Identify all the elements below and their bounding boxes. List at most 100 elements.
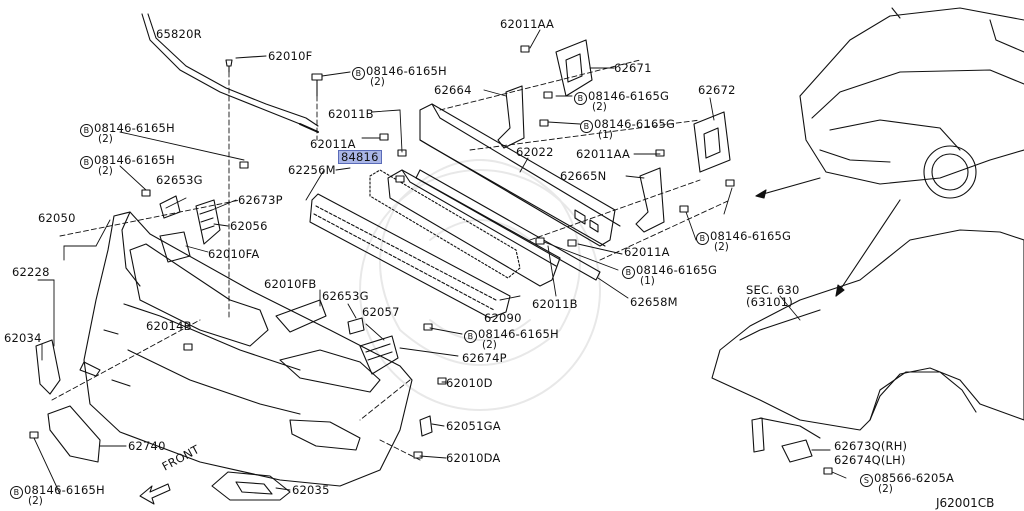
bracket-62672 (693, 111, 731, 173)
bolt-symbol: B (696, 232, 709, 245)
bolt-symbol: B (352, 67, 365, 80)
front-grille-62256m (309, 193, 511, 319)
stay-62664 (497, 85, 525, 149)
bolt-symbol: B (80, 124, 93, 137)
bolt-mid-code: 08146-6165H (478, 327, 559, 341)
watermark-emblem (359, 159, 601, 411)
bolt-g-2-code: 08146-6165G (594, 117, 676, 131)
label-62010da: 62010DA (446, 451, 501, 465)
bolt-g-3-code: 08146-6165G (710, 229, 792, 243)
label-62035: 62035 (292, 483, 330, 497)
bolt-symbol: B (80, 156, 93, 169)
fasteners (29, 45, 833, 475)
label-62010fa: 62010FA (208, 247, 260, 261)
bracket-62010fb (275, 299, 327, 333)
label-62010d: 62010D (446, 376, 493, 390)
label-62673p: 62673P (238, 193, 283, 207)
bolt-left-2-qty: (2) (98, 165, 113, 177)
bolt-g-3-qty: (2) (714, 241, 729, 253)
bolt-left-2-code: 08146-6165H (94, 153, 175, 167)
label-62090: 62090 (484, 311, 522, 325)
bracket-62056 (195, 199, 221, 245)
label-62671: 62671 (614, 61, 652, 75)
screw-code: 08566-6205A (874, 471, 955, 485)
label-62256m: 62256M (288, 163, 336, 177)
label-62674q: 62674Q(LH) (834, 453, 906, 467)
bolt-upper-code: 08146-6165H (366, 64, 447, 78)
energy-absorber-62090 (369, 169, 561, 287)
label-62014b: 62014B (146, 319, 192, 333)
bumper-fascia-62050 (83, 211, 413, 487)
car-outline (799, 7, 1024, 199)
bolt-g-4-code: 08146-6165G (636, 263, 718, 277)
label-62674p: 62674P (462, 351, 507, 365)
bracket-62010fa (159, 231, 191, 263)
label-62034: 62034 (4, 331, 42, 345)
bracket-62057 (359, 335, 399, 375)
bolt-symbol: B (574, 92, 587, 105)
section-ref-line2: (63101) (746, 295, 793, 309)
bolt-symbol: B (622, 266, 635, 279)
deflector-62034 (35, 339, 101, 395)
label-62010fb: 62010FB (264, 277, 317, 291)
label-62010f: 62010F (268, 49, 313, 63)
bolt-symbol: B (464, 330, 477, 343)
screw-qty: (2) (878, 483, 893, 495)
label-62050: 62050 (38, 211, 76, 225)
leader-lines (33, 29, 847, 495)
label-84816-highlighted[interactable]: 84816 (338, 150, 382, 164)
bracket-62671 (555, 39, 593, 97)
label-62658m: 62658M (630, 295, 678, 309)
label-62228: 62228 (12, 265, 50, 279)
label-62653g-upper: 62653G (156, 173, 203, 187)
label-62011b-upper: 62011B (328, 107, 374, 121)
fender-panel (711, 229, 1024, 439)
clip-62010f (225, 59, 233, 73)
bolt-g-1-code: 08146-6165G (588, 89, 670, 103)
label-62051ga: 62051GA (446, 419, 501, 433)
label-62011a-lower: 62011A (624, 245, 670, 259)
bracket-62740 (47, 405, 127, 463)
bolt-g-1-qty: (2) (592, 101, 607, 113)
bolt-left-1-code: 08146-6165H (94, 121, 175, 135)
screw-symbol: S (860, 474, 873, 487)
label-62011aa-upper: 62011AA (500, 17, 555, 31)
bumper-reinforcement-62022 (419, 103, 621, 247)
stay-62665n (635, 167, 665, 233)
label-62672: 62672 (698, 83, 736, 97)
clip-62653g (159, 195, 365, 335)
bolt-upper-qty: (2) (370, 76, 385, 88)
label-62653g-lower: 62653G (322, 289, 369, 303)
label-62011a-upper: 62011A (310, 137, 356, 151)
bolt-upper-center (311, 73, 323, 97)
bolt-g-2-qty: (1) (598, 129, 613, 141)
bolt-bottom-qty: (2) (28, 495, 43, 507)
label-62664: 62664 (434, 83, 472, 97)
bolt-mid-qty: (2) (482, 339, 497, 351)
label-62673q: 62673Q(RH) (834, 439, 908, 453)
front-arrow (139, 483, 171, 505)
bolt-g-4-qty: (1) (640, 275, 655, 287)
section-ref-line1: SEC. 630 (746, 283, 800, 297)
label-62011aa-lower: 62011AA (576, 147, 631, 161)
diagram-id: J62001CB (936, 496, 995, 510)
label-62740: 62740 (128, 439, 166, 453)
label-62665n: 62665N (560, 169, 607, 183)
label-65820r: 65820R (156, 27, 202, 41)
bolt-symbol: B (580, 120, 593, 133)
bolt-bottom-code: 08146-6165H (24, 483, 105, 497)
bracket-62051ga (419, 415, 433, 437)
label-62057: 62057 (362, 305, 400, 319)
